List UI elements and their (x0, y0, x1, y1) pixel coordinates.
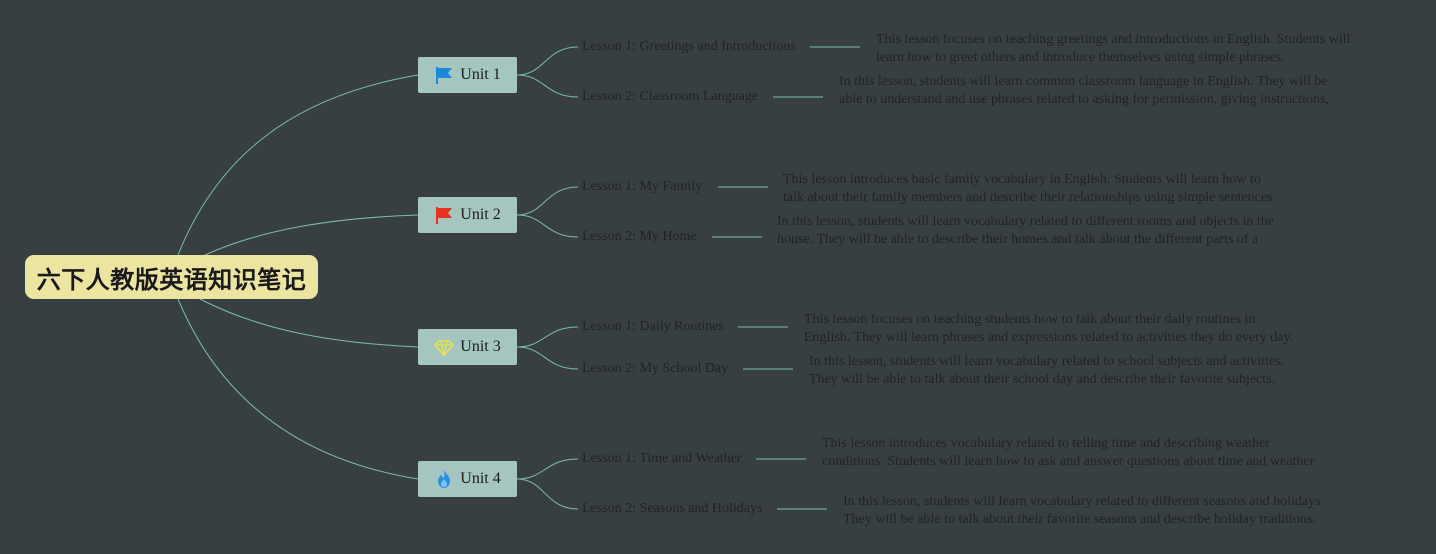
lesson-description: In this lesson, students will learn voca… (843, 494, 1325, 527)
unit-node-4[interactable]: Unit 4 (418, 461, 517, 497)
link-unit-2-lesson-1 (516, 186, 579, 216)
diamond-icon (434, 337, 455, 357)
link-unit-4-lesson-1 (516, 458, 579, 480)
lesson-title[interactable]: Lesson 1: Greetings and Introductions (582, 39, 796, 54)
lesson-description: In this lesson, students will learn comm… (839, 74, 1329, 107)
blue-flag-icon (434, 65, 454, 85)
unit-node-1[interactable]: Unit 1 (418, 57, 517, 93)
unit-label: Unit 2 (460, 206, 501, 223)
link-unit-2-lesson-2 (516, 214, 579, 238)
red-flag-icon (434, 205, 454, 225)
lesson-title[interactable]: Lesson 1: Daily Routines (582, 319, 724, 334)
unit-label: Unit 4 (460, 470, 501, 487)
lesson-title[interactable]: Lesson 2: Seasons and Holidays (582, 501, 763, 516)
unit-label: Unit 3 (460, 338, 501, 355)
link-unit-3-lesson-2 (516, 346, 579, 370)
lesson-description: In this lesson, students will learn voca… (809, 354, 1285, 387)
link-root-unit-2 (204, 214, 419, 256)
lesson-description: This lesson focuses on teaching greeting… (876, 32, 1351, 65)
link-unit-1-lesson-1 (516, 46, 579, 76)
fire-icon (434, 469, 454, 489)
lesson-title[interactable]: Lesson 2: My Home (582, 229, 697, 244)
link-root-unit-4 (177, 298, 419, 480)
lesson-title[interactable]: Lesson 2: My School Day (582, 361, 729, 376)
lesson-title[interactable]: Lesson 1: Time and Weather (582, 451, 742, 466)
unit-label: Unit 1 (460, 66, 501, 83)
lesson-title[interactable]: Lesson 2: Classroom Language (582, 89, 759, 104)
lesson-description: This lesson introduces vocabulary relate… (822, 436, 1315, 469)
lesson-title[interactable]: Lesson 1: My Family (582, 179, 703, 194)
lesson-description: This lesson introduces basic family voca… (783, 172, 1276, 205)
unit-node-3[interactable]: Unit 3 (418, 329, 517, 365)
lesson-description: This lesson focuses on teaching students… (804, 312, 1294, 345)
unit-node-2[interactable]: Unit 2 (418, 197, 517, 233)
root-topic[interactable]: 六下人教版英语知识笔记 (25, 255, 318, 299)
lesson-description: In this lesson, students will learn voca… (777, 214, 1275, 247)
link-root-unit-3 (199, 298, 419, 348)
link-unit-3-lesson-1 (516, 326, 579, 348)
link-root-unit-1 (177, 74, 419, 256)
link-unit-1-lesson-2 (516, 74, 579, 98)
link-unit-4-lesson-2 (516, 478, 579, 510)
